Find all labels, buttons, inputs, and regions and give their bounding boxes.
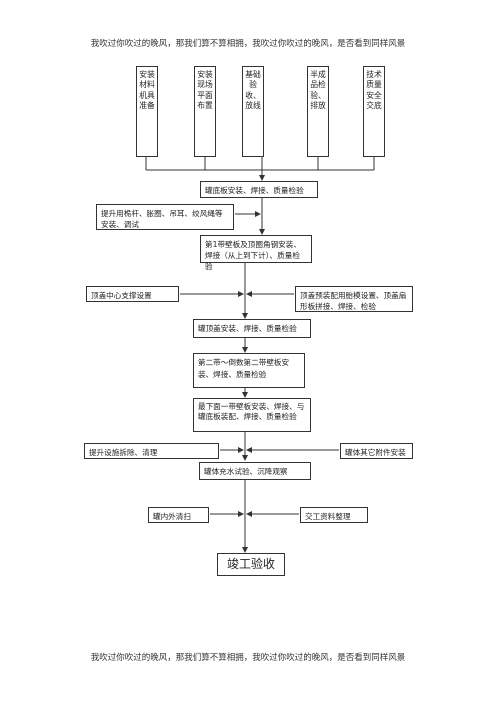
side-remove-lift: 提升设施拆除、清理 bbox=[84, 443, 219, 459]
page-header-text: 我吹过你吹过的晚风，那我们算不算相拥，我吹过你吹过的晚风，是否看到同样风景 bbox=[90, 39, 406, 49]
side-lift-install: 提升用桅杆、胀圈、吊耳、绞风绳等安装、调试 bbox=[96, 204, 234, 230]
side-handover: 交工资料整理 bbox=[300, 507, 368, 523]
step-water-test: 罐体充水试验、沉降观察 bbox=[199, 462, 311, 480]
step-bottom-install: 罐底板安装、焊接、质量检验 bbox=[200, 181, 318, 198]
step-first-belt: 第1带壁板及顶圈角钢安装、焊接（从上到下计）、质量检验 bbox=[200, 235, 312, 271]
prep-step-technical-briefing: 技术质量安全交底 bbox=[363, 66, 385, 157]
prep-step-materials: 安装材料机具准备 bbox=[136, 66, 158, 157]
prep-step-site-layout: 安装现场平面布置 bbox=[194, 66, 216, 157]
page-footer-text: 我吹过你吹过的晚风，那我们算不算相拥，我吹过你吹过的晚风，是否看到同样风景 bbox=[90, 653, 406, 663]
step-last-belt: 最下面一带壁板安装、焊接、与罐底板装配、焊接、质量检验 bbox=[193, 398, 311, 432]
step-second-belt: 第二带～倒数第二带壁板安装、焊接、质量检验 bbox=[193, 353, 305, 388]
prep-step-foundation-check: 基础验收、放线 bbox=[242, 66, 264, 157]
prep-step-semifinished-check: 半成品检验、排放 bbox=[307, 66, 329, 157]
final-acceptance: 竣工验收 bbox=[217, 553, 285, 576]
side-roof-prefab: 顶盖预装配用胎模设置、顶盖扇形板拼接、焊接、检验 bbox=[295, 286, 413, 312]
side-accessories: 罐体其它附件安装 bbox=[340, 443, 413, 459]
side-clean: 罐内外清扫 bbox=[148, 507, 209, 523]
step-roof-install: 罐顶盖安装、焊接、质量检验 bbox=[193, 319, 311, 338]
side-roof-support: 顶盖中心支撑设置 bbox=[86, 286, 179, 302]
